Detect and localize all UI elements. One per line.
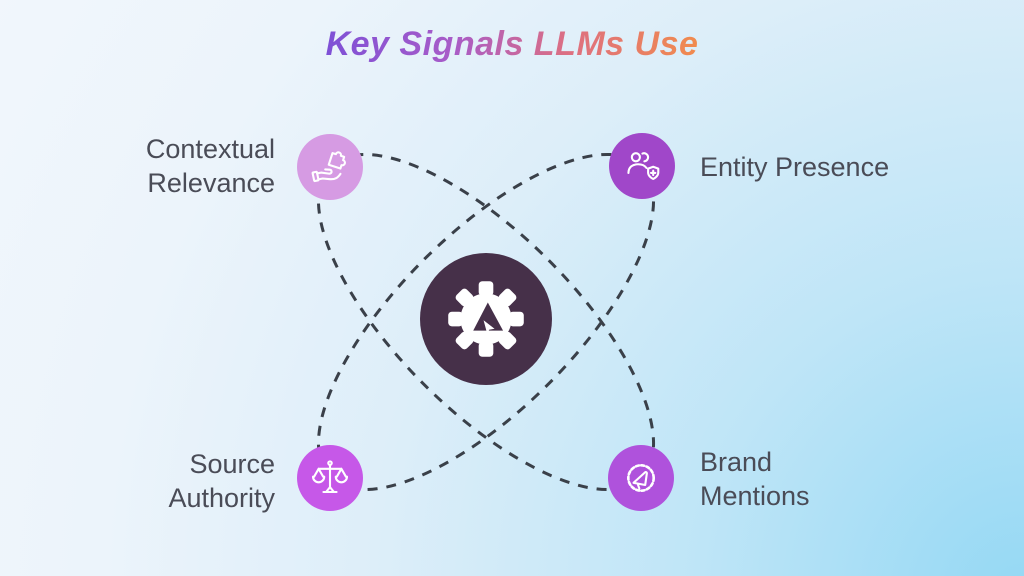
gear-cursor-icon <box>448 281 524 357</box>
label-entity-presence: Entity Presence <box>700 152 890 182</box>
megaphone-badge-icon <box>627 464 655 492</box>
node-contextual-relevance <box>297 134 363 200</box>
node-brand-mentions <box>608 445 674 511</box>
node-source-authority <box>297 445 363 511</box>
label-contextual-relevance: Contextual Relevance <box>145 134 275 198</box>
page-title: Key Signals LLMs Use <box>325 25 699 63</box>
center-hub <box>420 253 552 385</box>
label-source-authority: Source Authority <box>168 449 275 513</box>
hand-puzzle-icon <box>311 151 346 183</box>
node-entity-presence <box>609 133 675 199</box>
label-brand-mentions: Brand Mentions <box>700 447 810 511</box>
users-shield-icon <box>627 152 660 180</box>
balance-scale-icon <box>311 460 349 494</box>
